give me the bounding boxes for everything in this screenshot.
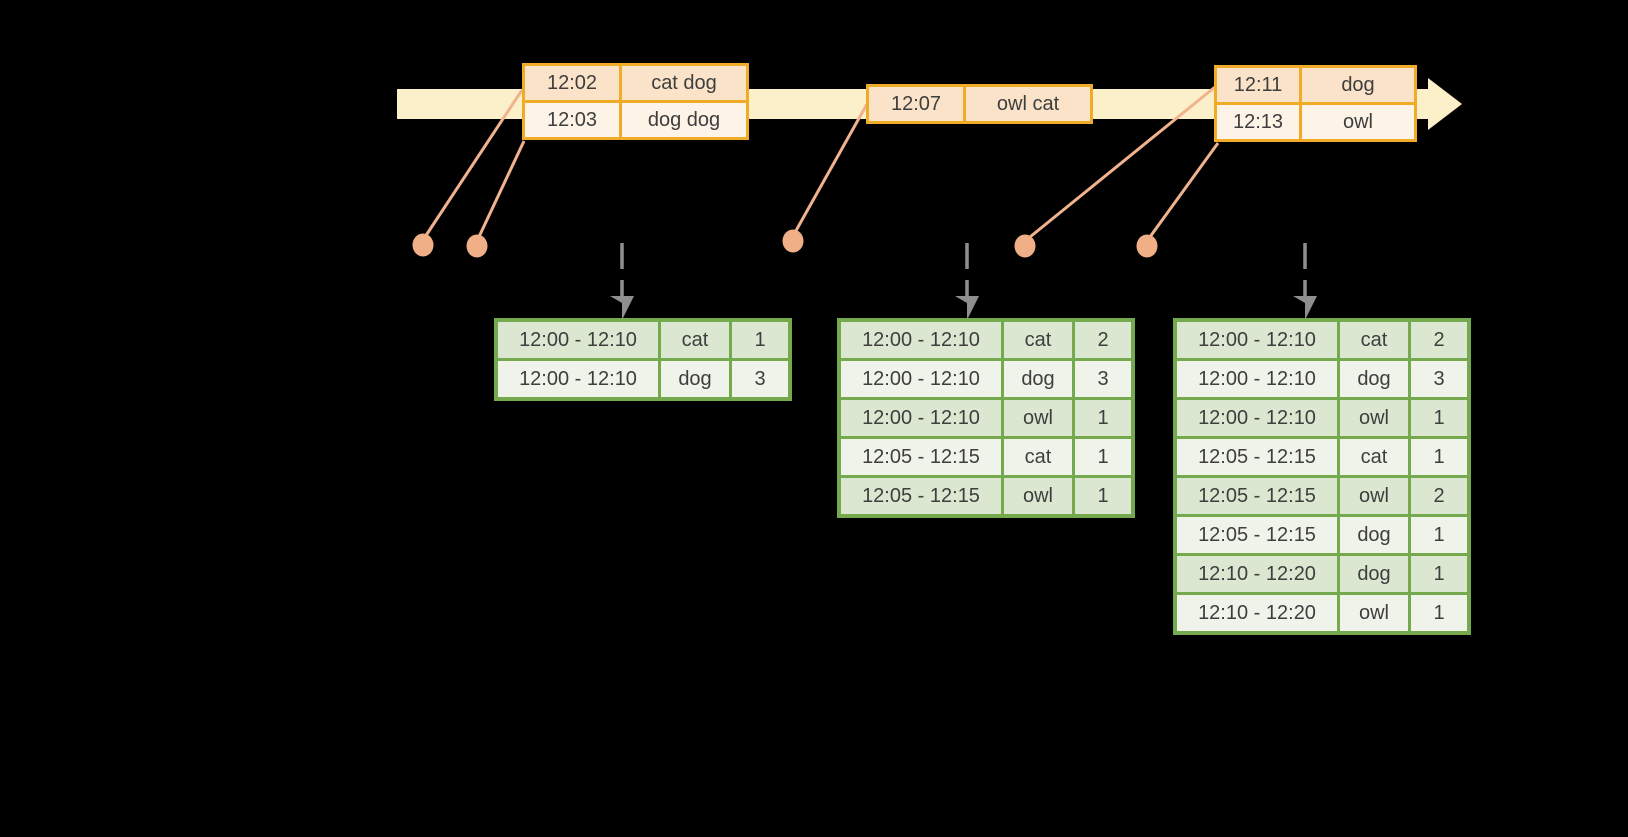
table-cell: 12:00 - 12:10: [494, 358, 661, 401]
table-cell: dog: [1337, 553, 1411, 595]
table-cell: 3: [729, 358, 792, 401]
table-cell: 12:05 - 12:15: [837, 436, 1004, 478]
table-cell: cat: [1337, 318, 1411, 361]
table-cell: owl: [1337, 475, 1411, 517]
event-connector-line: [1145, 142, 1220, 242]
table-cell: 1: [1408, 553, 1471, 595]
table-cell: 12:00 - 12:10: [837, 358, 1004, 400]
event-connector-line: [791, 103, 869, 237]
table-cell: cat: [1001, 436, 1075, 478]
trigger-arrowhead-icon: [1293, 296, 1317, 320]
table-cell: 12:10 - 12:20: [1173, 592, 1340, 635]
table-cell: 1: [1072, 475, 1135, 518]
table-cell: owl: [1337, 592, 1411, 635]
table-cell: 3: [1072, 358, 1135, 400]
timeline-arrowhead-icon: [1428, 78, 1462, 130]
event-connector-line: [475, 140, 526, 242]
table-cell: 1: [1408, 514, 1471, 556]
table-cell: 12:05 - 12:15: [1173, 514, 1340, 556]
table-cell: 2: [1408, 475, 1471, 517]
table-cell: owl: [1001, 397, 1075, 439]
table-cell: dog: [1337, 358, 1411, 400]
table-cell: 12:05 - 12:15: [1173, 475, 1340, 517]
table-cell: 12:00 - 12:10: [837, 318, 1004, 361]
event-connector-line: [1024, 85, 1216, 243]
table-cell: 12:00 - 12:10: [1173, 318, 1340, 361]
table-cell: 12:00 - 12:10: [837, 397, 1004, 439]
trigger-arrowhead-icon: [955, 296, 979, 320]
table-cell: 12:00 - 12:10: [494, 318, 661, 361]
table-cell: 12:05 - 12:15: [837, 475, 1004, 518]
table-cell: cat: [1001, 318, 1075, 361]
table-cell: 2: [1072, 318, 1135, 361]
table-cell: 3: [1408, 358, 1471, 400]
table-cell: 12:03: [522, 100, 622, 140]
table-cell: 1: [1408, 397, 1471, 439]
table-cell: 12:00 - 12:10: [1173, 358, 1340, 400]
table-cell: cat dog: [619, 63, 749, 103]
table-cell: 1: [1408, 592, 1471, 635]
trigger-arrowhead-icon: [610, 296, 634, 320]
table-cell: dog: [658, 358, 732, 401]
table-cell: 1: [1072, 436, 1135, 478]
event-dots: [412, 229, 1158, 258]
table-cell: cat: [1337, 436, 1411, 478]
table-cell: 12:02: [522, 63, 622, 103]
table-cell: dog dog: [619, 100, 749, 140]
table-cell: 12:00 - 12:10: [1173, 397, 1340, 439]
table-cell: 12:10 - 12:20: [1173, 553, 1340, 595]
table-cell: owl: [1001, 475, 1075, 518]
table-cell: owl: [1337, 397, 1411, 439]
trigger-arrows: [610, 243, 1317, 320]
table-cell: 12:11: [1214, 65, 1302, 105]
event-dot: [782, 229, 804, 253]
table-cell: 1: [1072, 397, 1135, 439]
table-cell: dog: [1299, 65, 1417, 105]
event-dot: [412, 233, 434, 257]
event-dot: [1136, 234, 1158, 258]
table-cell: 12:13: [1214, 102, 1302, 142]
table-cell: 12:07: [866, 84, 966, 124]
table-cell: 1: [729, 318, 792, 361]
table-cell: dog: [1001, 358, 1075, 400]
table-cell: cat: [658, 318, 732, 361]
table-cell: 2: [1408, 318, 1471, 361]
event-dot: [1014, 234, 1036, 258]
event-dot: [466, 234, 488, 258]
table-cell: 12:05 - 12:15: [1173, 436, 1340, 478]
table-cell: owl cat: [963, 84, 1093, 124]
table-cell: 1: [1408, 436, 1471, 478]
table-cell: dog: [1337, 514, 1411, 556]
event-connector-lines: [421, 85, 1220, 243]
event-connector-line: [421, 89, 524, 241]
table-cell: owl: [1299, 102, 1417, 142]
